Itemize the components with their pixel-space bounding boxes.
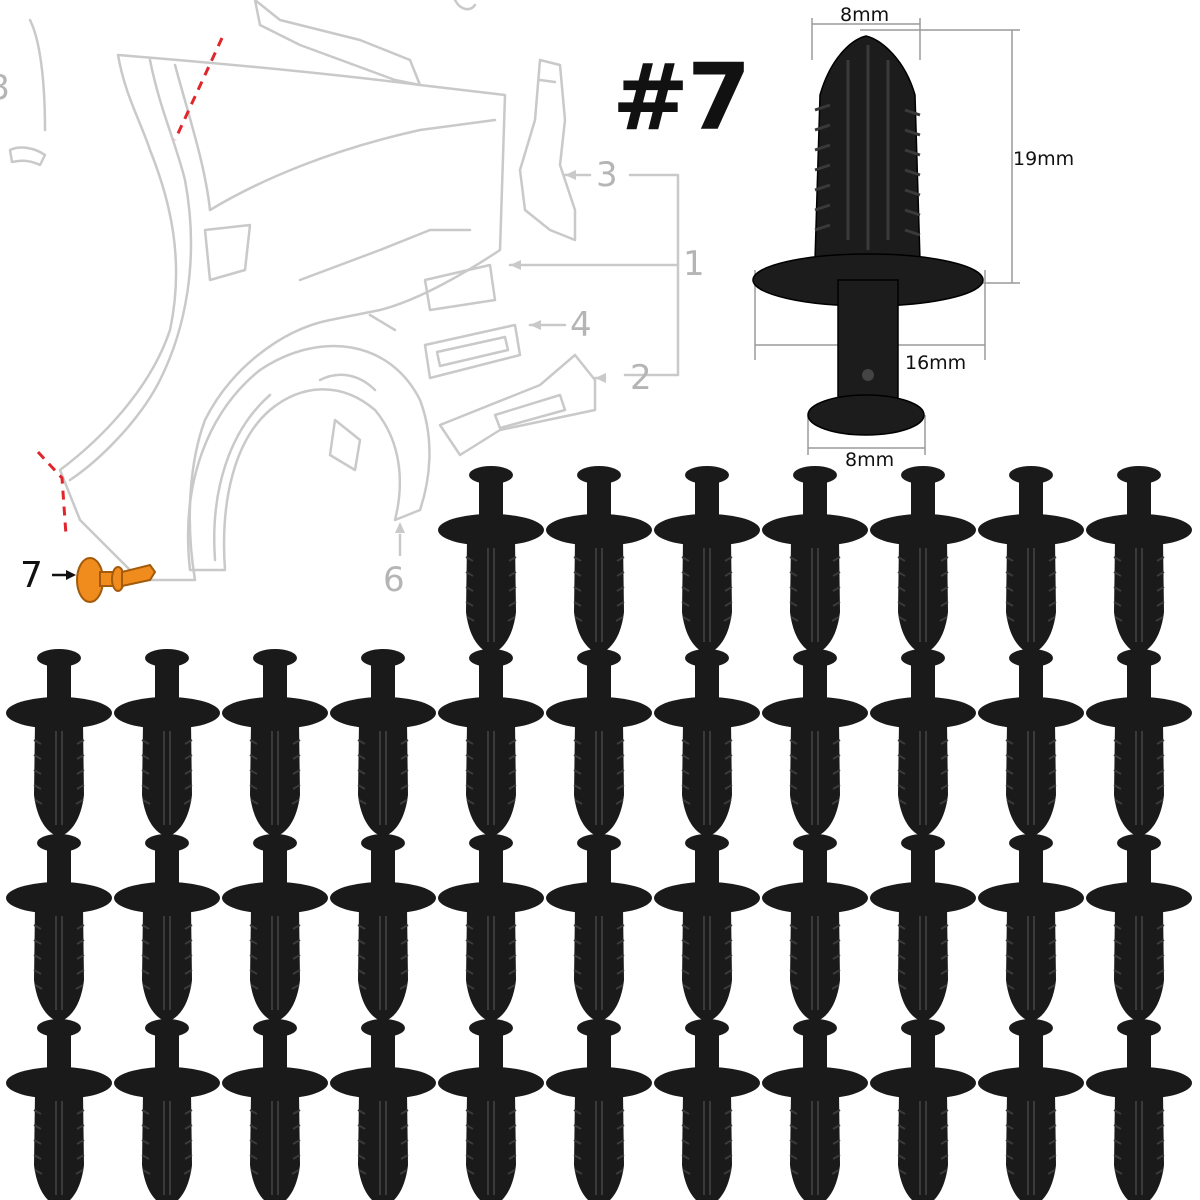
- push-clip: [653, 833, 761, 1023]
- push-clip: [329, 1018, 437, 1200]
- push-clip: [869, 1018, 977, 1200]
- push-clip: [5, 833, 113, 1023]
- push-clip: [545, 833, 653, 1023]
- fender-exploded-diagram: [8, 0, 680, 603]
- push-clip: [1085, 465, 1193, 655]
- push-clip: [761, 465, 869, 655]
- push-clip: [977, 833, 1085, 1023]
- callout-7-label: 7: [20, 555, 43, 596]
- part-number-6: 6: [383, 560, 405, 600]
- part-number-1: 1: [683, 244, 705, 284]
- push-clip: [113, 1018, 221, 1200]
- push-clip: [221, 648, 329, 838]
- product-title: #7: [612, 44, 751, 151]
- dim-top-width: 8mm: [840, 4, 890, 26]
- push-clip: [761, 833, 869, 1023]
- dim-height: 19mm: [1013, 148, 1075, 170]
- push-clip: [761, 1018, 869, 1200]
- push-clip: [545, 1018, 653, 1200]
- part-number-3: 3: [596, 155, 618, 195]
- part-number-2: 2: [630, 358, 652, 398]
- push-clip: [1085, 1018, 1193, 1200]
- push-clip: [1085, 833, 1193, 1023]
- push-clip: [653, 465, 761, 655]
- push-clip: [761, 648, 869, 838]
- push-clip: [437, 833, 545, 1023]
- push-clip: [869, 465, 977, 655]
- dim-bottom-width: 8mm: [845, 449, 895, 471]
- dim-head-diameter: 16mm: [905, 352, 967, 374]
- push-clip: [437, 648, 545, 838]
- push-clip: [329, 833, 437, 1023]
- push-clip: [5, 648, 113, 838]
- push-clip: [329, 648, 437, 838]
- push-clip: [545, 648, 653, 838]
- push-clip: [221, 1018, 329, 1200]
- push-clip: [977, 1018, 1085, 1200]
- part-number-8: 8: [0, 68, 10, 108]
- push-clip: [977, 465, 1085, 655]
- push-clip: [113, 833, 221, 1023]
- push-clip: [869, 833, 977, 1023]
- push-clip: [977, 648, 1085, 838]
- push-clip: [437, 1018, 545, 1200]
- push-clip: [221, 833, 329, 1023]
- push-clip: [545, 465, 653, 655]
- part-number-4: 4: [570, 305, 592, 345]
- clip-dimension-drawing: [752, 18, 1020, 455]
- push-clip: [5, 1018, 113, 1200]
- push-clip: [1085, 648, 1193, 838]
- push-clip: [653, 648, 761, 838]
- push-clip: [869, 648, 977, 838]
- push-clip: [437, 465, 545, 655]
- push-clip: [653, 1018, 761, 1200]
- push-clip: [113, 648, 221, 838]
